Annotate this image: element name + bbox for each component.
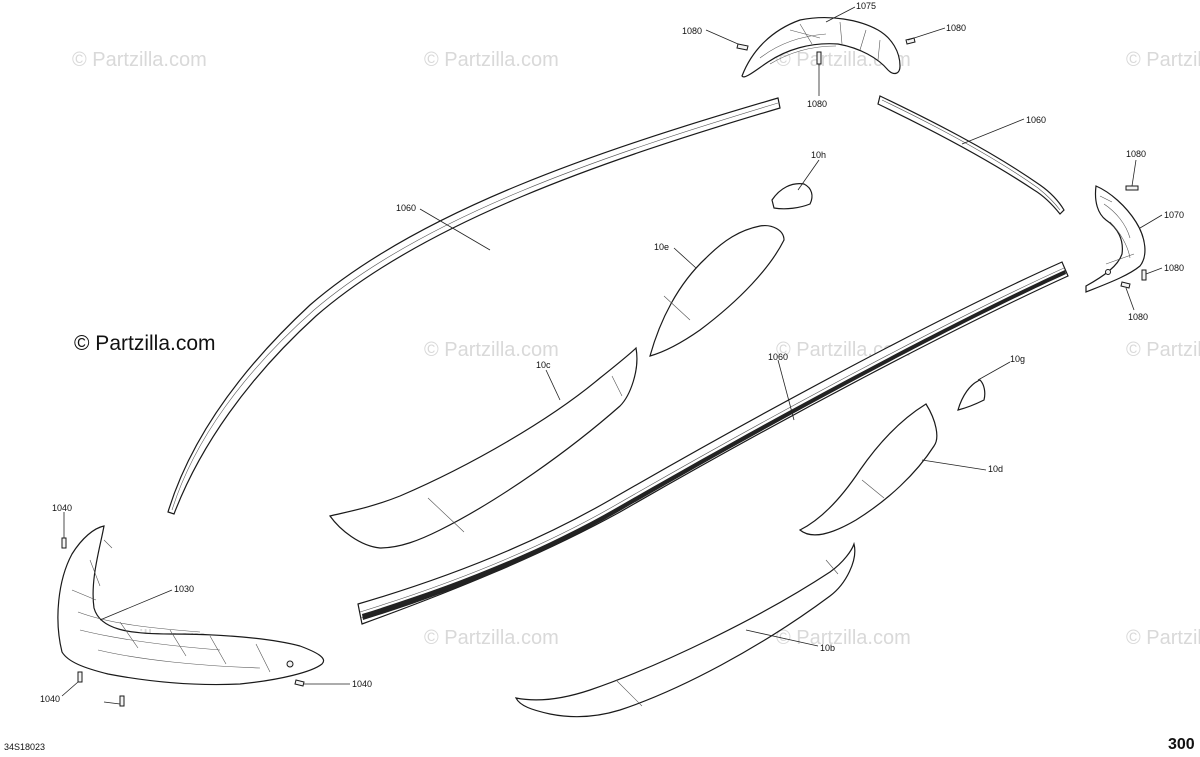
part-10c-decal[interactable] xyxy=(328,346,638,549)
watermark: © Partzilla.com xyxy=(424,339,559,361)
callout-1040: 1040 xyxy=(52,503,72,513)
part-10h-decal[interactable] xyxy=(771,183,813,210)
callout-1070: 1070 xyxy=(1164,210,1184,220)
callout-1060: 1060 xyxy=(396,203,416,213)
part-10d-decal[interactable] xyxy=(798,403,938,536)
screw-1040-top[interactable] xyxy=(61,537,67,549)
screw-1080-side-lower[interactable] xyxy=(1141,269,1147,281)
callout-10d: 10d xyxy=(988,464,1003,474)
watermark: © Partzilla.com xyxy=(1126,49,1200,71)
screw-1080-top-center[interactable] xyxy=(816,51,822,65)
callout-1080: 1080 xyxy=(946,23,966,33)
part-1060-right-rail[interactable] xyxy=(877,95,1065,215)
screw-1040-bottom-right[interactable] xyxy=(294,679,305,687)
screw-1080-side-upper[interactable] xyxy=(1125,185,1139,191)
callout-1040: 1040 xyxy=(352,679,372,689)
copyright-notice: © Partzilla.com xyxy=(74,332,216,355)
callout-10b: 10b xyxy=(820,643,835,653)
part-10b-decal[interactable] xyxy=(514,541,856,718)
part-1060-left-rail[interactable] xyxy=(167,97,781,515)
part-1060-mid-rail[interactable] xyxy=(357,261,1069,625)
watermark: © Partzilla.com xyxy=(72,49,207,71)
callout-1060: 1060 xyxy=(1026,115,1046,125)
callout-1060: 1060 xyxy=(768,352,788,362)
callout-10g: 10g xyxy=(1010,354,1025,364)
watermark: © Partzilla.com xyxy=(424,49,559,71)
callout-1080: 1080 xyxy=(807,99,827,109)
part-10g-decal[interactable] xyxy=(957,379,986,411)
watermark: © Partzilla.com xyxy=(776,627,911,649)
screw-1080-side-bottom[interactable] xyxy=(1120,281,1131,289)
leader-lines xyxy=(61,6,1163,705)
callout-1080: 1080 xyxy=(1126,149,1146,159)
diagram-code: 34S18023 xyxy=(4,742,46,752)
part-1070-rear-side-cap[interactable] xyxy=(1085,185,1146,293)
watermark: © Partzilla.com xyxy=(424,627,559,649)
callout-10e: 10e xyxy=(654,242,669,252)
callout-1080: 1080 xyxy=(682,26,702,36)
watermark: © Partzilla.com xyxy=(1126,627,1200,649)
watermark: © Partzilla.com xyxy=(1126,339,1200,361)
screw-1080-top-left[interactable] xyxy=(736,43,749,51)
callout-1040: 1040 xyxy=(40,694,60,704)
screw-1040-bottom-left[interactable] xyxy=(77,671,83,683)
callout-1080: 1080 xyxy=(1128,312,1148,322)
callout-10h: 10h xyxy=(811,150,826,160)
callout-1080: 1080 xyxy=(1164,263,1184,273)
callout-1075: 1075 xyxy=(856,1,876,11)
part-1075-rear-cap[interactable] xyxy=(741,17,901,78)
part-1030-front-cap[interactable] xyxy=(57,525,325,686)
page-number: 300 xyxy=(1168,736,1195,753)
screw-1040-bottom-center[interactable] xyxy=(119,695,125,707)
callout-10c: 10c xyxy=(536,360,551,370)
part-10e-decal[interactable] xyxy=(649,225,785,357)
callout-labels: 1075 1080 1080 1080 1060 1080 1070 1080 … xyxy=(40,1,1184,704)
callout-1030: 1030 xyxy=(174,584,194,594)
